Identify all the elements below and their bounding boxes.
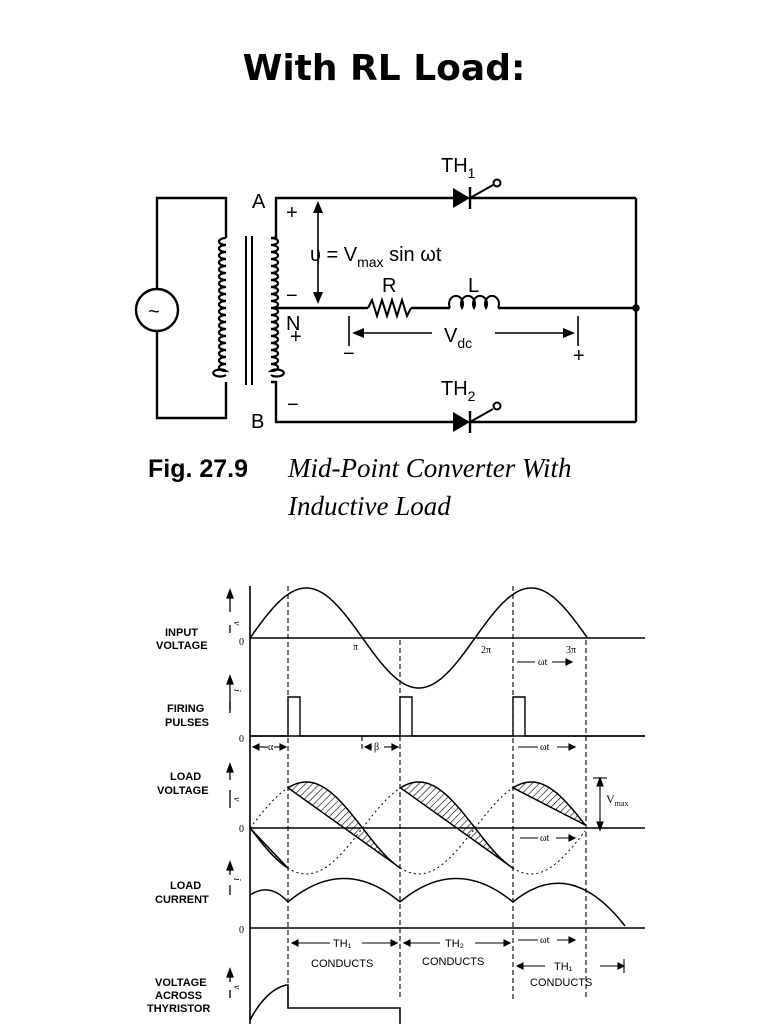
resistor-icon	[367, 296, 412, 320]
circuit-labels: A B N + − + − − + ~ υ = Vmax sin ωt R L …	[148, 155, 585, 433]
vdc-minus: −	[343, 343, 355, 365]
svg-text:v: v	[231, 985, 242, 990]
primary-winding	[212, 236, 230, 378]
zero-2: 0	[239, 734, 244, 745]
input-voltage-label-2: VOLTAGE	[156, 640, 208, 652]
th2-label: TH2	[441, 378, 476, 404]
thyristor-th2-icon	[453, 401, 636, 433]
minus-a: −	[286, 285, 298, 307]
axis-markers: 0 0 0 0 π 2π 3π ωt α β ωt ωt ωt Vmax	[239, 637, 628, 946]
th1-conducts-name: TH₁	[333, 938, 352, 950]
svg-text:v: v	[231, 621, 242, 626]
thyristor-label-2: ACROSS	[155, 990, 202, 1002]
source-symbol: ~	[148, 301, 160, 323]
th1-label: TH1	[441, 155, 476, 181]
vdc-label: Vdc	[444, 325, 472, 351]
th2-conducts-name: TH₂	[445, 938, 464, 950]
figure-caption-line2: Inductive Load	[287, 491, 451, 521]
zero-4: 0	[239, 925, 244, 936]
thyristor-th1-icon	[453, 178, 636, 209]
svg-text:i: i	[231, 689, 242, 692]
minus-b: −	[287, 394, 299, 416]
beta-label: β	[374, 742, 379, 753]
plus-a: +	[286, 202, 298, 224]
svg-text:v: v	[231, 797, 242, 802]
load-current-curve	[249, 877, 626, 927]
omega-t-2: ωt	[540, 742, 550, 753]
figure-number: Fig. 27.9	[148, 455, 248, 483]
omega-t-1: ωt	[538, 657, 548, 668]
load-voltage-label-2: VOLTAGE	[157, 785, 209, 797]
thyristor-label-3: THYRISTOR	[147, 1003, 210, 1015]
resistor-label: R	[382, 275, 396, 297]
vdc-plus: +	[573, 345, 585, 367]
slide-title: With RL Load:	[242, 48, 526, 89]
inductor-label: L	[468, 275, 479, 297]
th1-conducts-text: CONDUCTS	[311, 958, 373, 970]
input-voltage-curve	[249, 587, 589, 689]
zero-3: 0	[239, 824, 244, 835]
load-current-label-1: LOAD	[170, 880, 201, 892]
terminal-n-label: N	[286, 313, 300, 335]
omega-t-3: ωt	[540, 833, 550, 844]
conduction-labels: TH₁ CONDUCTS TH₂ CONDUCTS TH₁ CONDUCTS	[311, 938, 592, 989]
th1b-conducts-name: TH₁	[554, 961, 573, 973]
firing-pulses-label-1: FIRING	[167, 703, 204, 715]
thyristor-voltage-curve	[249, 984, 401, 1024]
thyristor-label-1: VOLTAGE	[155, 977, 207, 989]
voltage-equation: υ = Vmax sin ωt	[310, 244, 442, 270]
load-current-label-2: CURRENT	[155, 894, 209, 906]
terminal-b-label: B	[251, 411, 264, 433]
omega-t-4: ωt	[540, 935, 550, 946]
three-pi-label: 3π	[566, 645, 576, 656]
terminal-a-label: A	[252, 191, 266, 213]
input-voltage-label-1: INPUT	[165, 627, 198, 639]
plus-n: +	[290, 326, 302, 348]
svg-text:i: i	[231, 878, 242, 881]
circuit-diagram	[134, 178, 640, 433]
load-voltage-label-1: LOAD	[170, 771, 201, 783]
row-labels: INPUT VOLTAGE FIRING PULSES LOAD VOLTAGE…	[147, 627, 210, 1015]
waveform-diagram: INPUT VOLTAGE FIRING PULSES LOAD VOLTAGE…	[147, 586, 645, 1024]
alpha-label: α	[268, 742, 274, 753]
inductor-icon	[448, 294, 500, 311]
two-pi-label: 2π	[481, 645, 491, 656]
firing-pulses-label-2: PULSES	[165, 717, 209, 729]
vmax-label: Vmax	[606, 792, 628, 808]
th1b-conducts-text: CONDUCTS	[530, 977, 592, 989]
th2-conducts-text: CONDUCTS	[422, 956, 484, 968]
axis-variables: v i v i v	[231, 621, 242, 990]
zero-1: 0	[239, 637, 244, 648]
firing-pulses	[250, 696, 645, 737]
load-voltage-curve	[249, 781, 586, 875]
secondary-winding	[267, 236, 285, 378]
figure-caption-line1: Mid-Point Converter With	[287, 453, 571, 483]
pi-label: π	[353, 642, 358, 653]
